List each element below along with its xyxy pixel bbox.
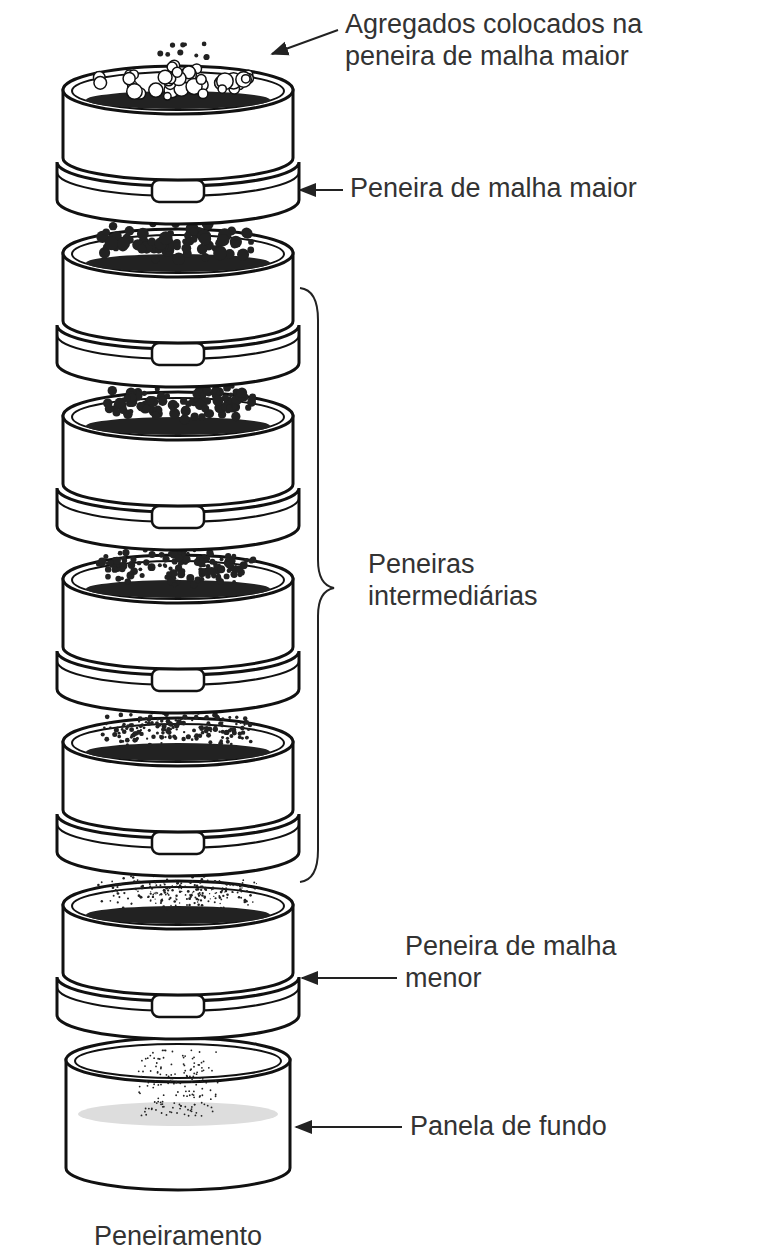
falling-grain	[202, 42, 207, 47]
callout-label: Agregados colocados na peneira de malha …	[345, 8, 685, 73]
falling-grain	[180, 42, 185, 47]
leader-line	[296, 1126, 402, 1128]
sieve	[57, 710, 299, 876]
sieve	[57, 218, 299, 387]
falling-grain	[204, 54, 210, 60]
callout-label: Panela de fundo	[410, 1110, 730, 1142]
callout-label: Peneira de malha menor	[405, 930, 625, 995]
callout-label: Peneira de malha maior	[350, 172, 740, 204]
leader-line	[272, 30, 338, 54]
leader-line	[302, 977, 397, 979]
leader-line	[300, 189, 343, 191]
falling-grain	[194, 54, 198, 58]
falling-grain	[157, 51, 163, 57]
falling-grain	[170, 42, 175, 47]
falling-grain	[165, 52, 170, 57]
bottom-pan	[66, 1038, 290, 1190]
falling-grain	[203, 54, 209, 60]
sieve	[57, 381, 299, 550]
sieve	[57, 875, 299, 1039]
callout-label: Peneiras intermediárias	[368, 548, 618, 613]
bracket	[300, 288, 334, 882]
sieve	[57, 60, 299, 224]
falling-grain	[177, 50, 183, 56]
figure-caption: Peneiramento	[28, 1220, 328, 1252]
sieve	[57, 543, 299, 713]
